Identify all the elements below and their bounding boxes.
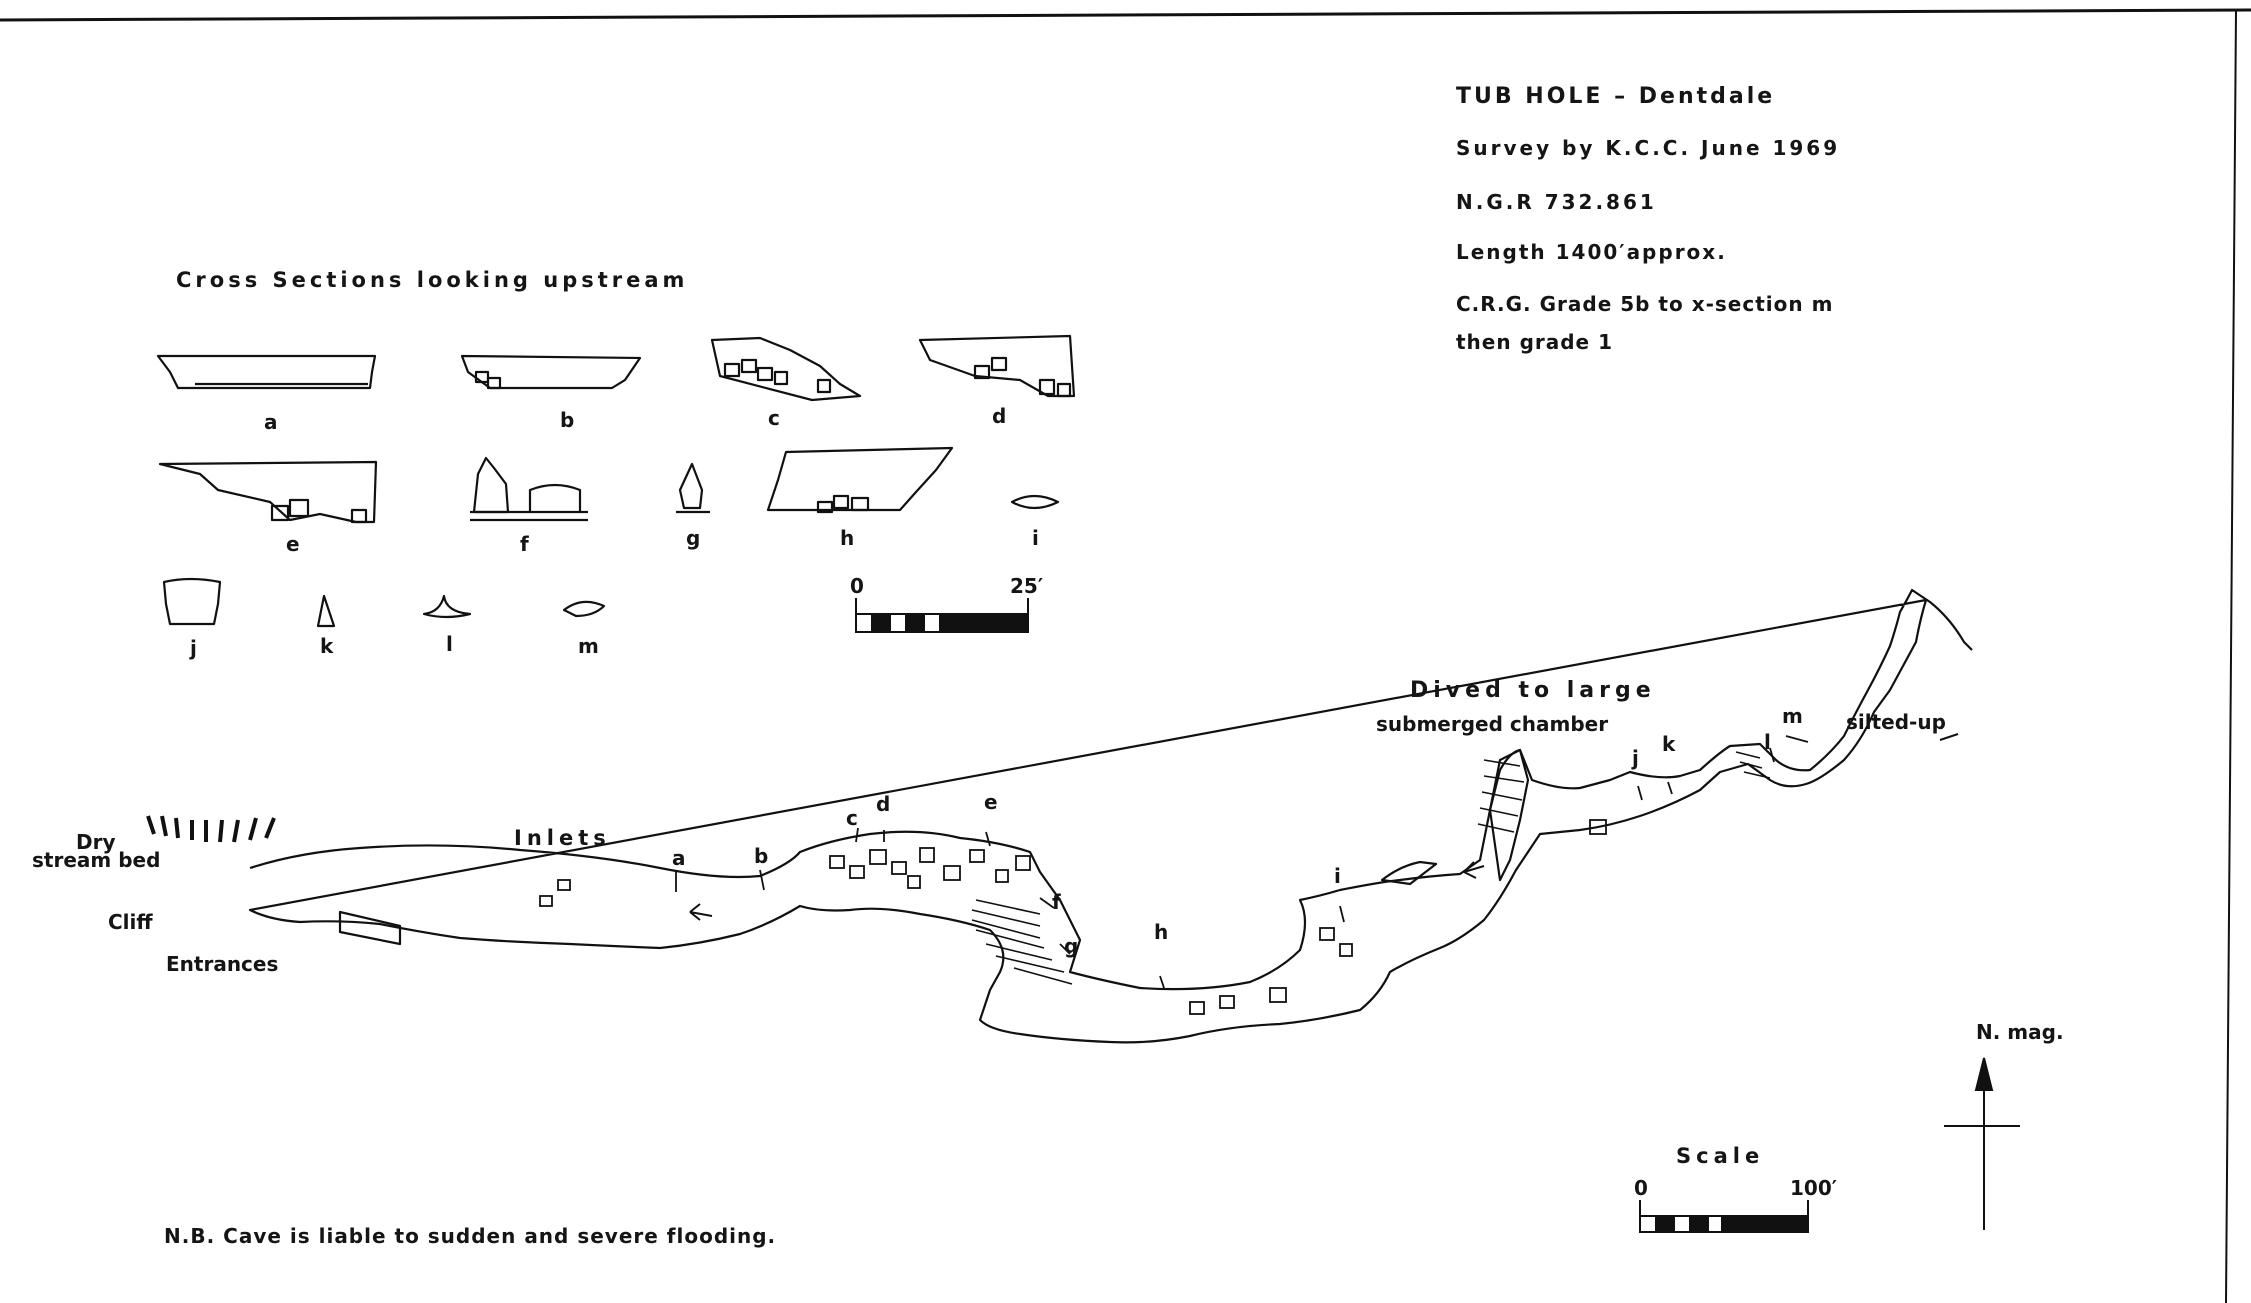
plan-mark-c: c [846,806,858,830]
north-label: N. mag. [1976,1020,2064,1044]
plan-mark-h: h [1154,920,1169,944]
entrances-label: Entrances [166,952,279,976]
cross-section-e [158,460,378,524]
cross-section-l [422,594,472,619]
cross-section-label-l: l [446,632,453,656]
cross-section-c [710,336,862,402]
plan-mark-k: k [1662,732,1676,756]
inlets-label: Inlets [514,826,611,850]
cross-section-m [562,600,606,618]
section-marks [675,735,1809,989]
plan-mark-g: g [1064,934,1079,958]
crg-grade-line1: C.R.G. Grade 5b to x-section m [1456,292,1834,316]
main-scale-max: 100′ [1790,1176,1838,1200]
survey-by: Survey by K.C.C. June 1969 [1456,136,1841,160]
survey-title: TUB HOLE – Dentdale [1456,84,1776,109]
cross-section-label-b: b [560,408,575,432]
cross-section-label-c: c [768,406,780,430]
small-scale-max: 25′ [1010,574,1044,598]
cross-section-f [472,456,510,514]
dry-stream-bed-ticks [146,815,276,843]
ngr: N.G.R 732.861 [1456,190,1657,214]
cross-section-label-h: h [840,526,855,550]
plan-mark-m: m [1782,704,1803,728]
cave-length: Length 1400′approx. [1456,240,1727,264]
cave-passage-outline [248,588,1973,1044]
flooding-warning: N.B. Cave is liable to sudden and severe… [164,1224,777,1248]
cross-section-k [316,594,336,628]
cross-section-i [1010,494,1060,510]
plan-mark-f: f [1052,890,1061,914]
stream-bed-label: stream bed [32,848,161,872]
cross-section-label-j: j [190,636,197,660]
cross-section-d [918,334,1076,398]
flow-arrows [689,733,1959,921]
main-scale-zero: 0 [1634,1176,1648,1200]
cross-section-label-i: i [1032,526,1039,550]
plan-mark-j: j [1632,746,1639,770]
cross-section-label-e: e [286,532,300,556]
cross-section-label-f: f [520,532,529,556]
frame-right-line [2225,9,2237,1303]
dived-label-line2: submerged chamber [1376,712,1609,736]
cross-section-label-k: k [320,634,334,658]
cross-section-label-a: a [264,410,278,434]
cross-section-label-m: m [578,634,599,658]
plan-mark-b: b [754,844,769,868]
cross-section-j [162,577,222,626]
plan-mark-d: d [876,792,891,816]
cross-section-label-g: g [686,526,701,550]
cross-section-h [766,446,954,512]
dry-label: Dry [76,830,116,854]
boulders [539,819,1607,1015]
cross-section-b [460,354,642,390]
small-scale-bar [855,598,1029,633]
plan-mark-e: e [984,790,998,814]
silted-up-label: silted-up [1846,710,1946,734]
plan-mark-l: l [1764,730,1771,754]
entrance-side-passage [338,910,402,946]
main-scale-bar [1639,1200,1809,1233]
dived-label-line1: Dived to large [1410,678,1656,703]
cross-section-a [156,354,377,390]
scale-title: Scale [1676,1144,1765,1168]
north-arrow [1944,1057,2020,1230]
dived-chamber-outline [1488,748,1530,882]
upper-inlet-passage [1380,860,1438,886]
crg-grade-line2: then grade 1 [1456,330,1613,354]
small-scale-zero: 0 [850,574,864,598]
cliff-label: Cliff [108,910,153,934]
cross-section-g [678,462,704,510]
plan-mark-a: a [672,846,686,870]
cross-section-label-d: d [992,404,1007,428]
frame-top-line [0,8,2251,22]
cross-sections-heading: Cross Sections looking upstream [176,268,689,292]
plan-mark-i: i [1334,864,1341,888]
